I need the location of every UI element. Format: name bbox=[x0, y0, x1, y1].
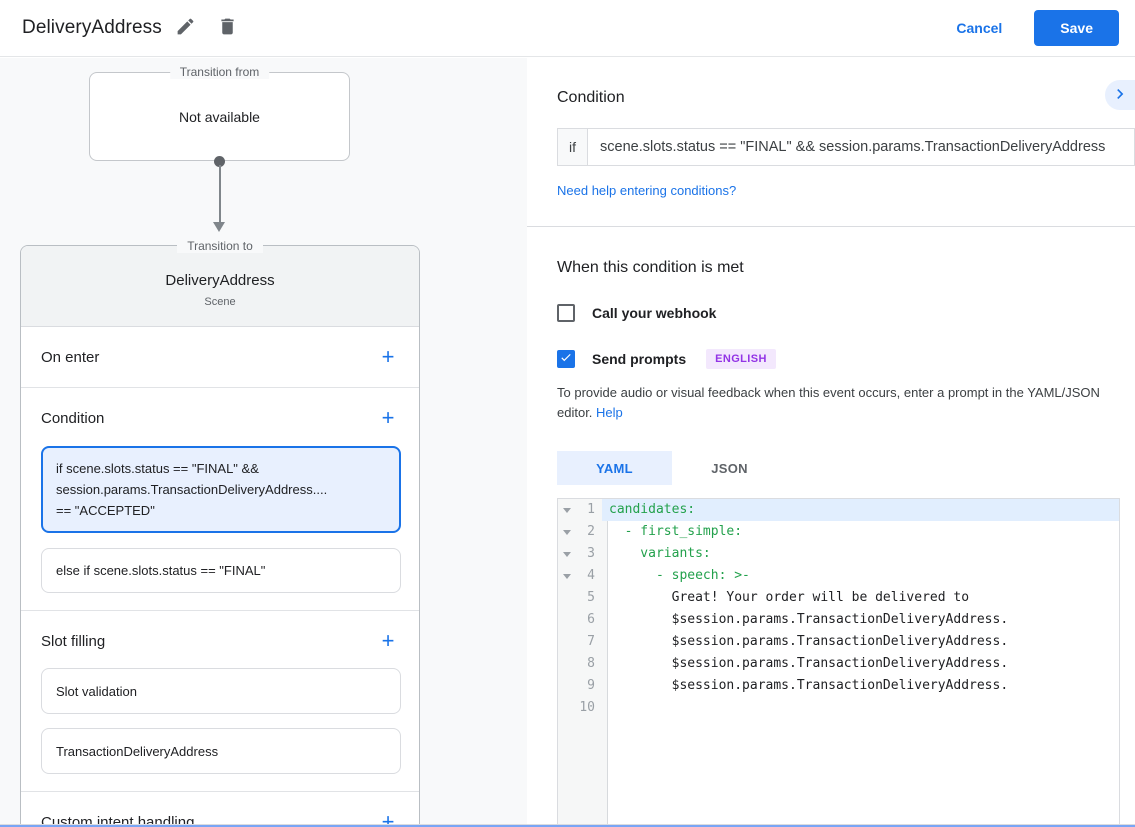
edit-title-button[interactable] bbox=[168, 10, 204, 46]
custom-intent-section: Custom intent handling + bbox=[21, 792, 419, 825]
scene-header: DeliveryAddress Scene bbox=[21, 246, 419, 327]
transition-connector bbox=[208, 156, 232, 234]
bottom-edge-line bbox=[0, 824, 1135, 827]
condition-detail-panel: Condition if Need help entering conditio… bbox=[527, 58, 1135, 827]
tab-yaml[interactable]: YAML bbox=[557, 451, 672, 485]
transition-from-value: Not available bbox=[179, 108, 260, 125]
slot-transaction-card[interactable]: TransactionDeliveryAddress bbox=[41, 728, 401, 774]
top-bar: DeliveryAddress Cancel Save bbox=[0, 0, 1135, 57]
code-line: 10 bbox=[558, 697, 1119, 719]
trash-icon bbox=[217, 16, 238, 40]
condition-expression-input[interactable] bbox=[588, 128, 1135, 166]
feedback-text: To provide audio or visual feedback when… bbox=[557, 385, 1100, 420]
code-text[interactable]: Great! Your order will be delivered to bbox=[609, 590, 970, 605]
line-number: 5 bbox=[587, 590, 595, 605]
send-prompts-label: Send prompts bbox=[592, 351, 687, 367]
condition-card-line: else if scene.slots.status == "FINAL" bbox=[56, 563, 266, 578]
fold-arrow-icon[interactable] bbox=[558, 543, 576, 565]
add-slot-button[interactable]: + bbox=[375, 628, 401, 654]
code-line: 3 variants: bbox=[558, 543, 1119, 565]
code-line: 9 $session.params.TransactionDeliveryAdd… bbox=[558, 675, 1119, 697]
slot-filling-label: Slot filling bbox=[41, 632, 106, 650]
pencil-icon bbox=[175, 16, 196, 40]
transition-to-legend: Transition to bbox=[177, 239, 263, 253]
on-enter-section: On enter + bbox=[21, 327, 419, 388]
code-line: 5 Great! Your order will be delivered to bbox=[558, 587, 1119, 609]
add-on-enter-button[interactable]: + bbox=[375, 344, 401, 370]
page-title: DeliveryAddress bbox=[22, 17, 162, 38]
editor-tabs: YAML JSON bbox=[557, 451, 1135, 485]
connector-line bbox=[218, 165, 221, 223]
line-number: 4 bbox=[587, 568, 595, 583]
code-line: 1 candidates: bbox=[558, 499, 1119, 521]
condition-card[interactable]: else if scene.slots.status == "FINAL" bbox=[41, 548, 401, 593]
code-text[interactable]: candidates: bbox=[602, 499, 1119, 521]
feedback-hint-text: To provide audio or visual feedback when… bbox=[557, 383, 1134, 423]
condition-help-link[interactable]: Need help entering conditions? bbox=[557, 183, 737, 198]
check-icon bbox=[559, 350, 573, 369]
collapse-panel-button[interactable] bbox=[1105, 80, 1135, 110]
line-number: 8 bbox=[587, 656, 595, 671]
arrow-down-icon bbox=[213, 222, 225, 232]
tab-json[interactable]: JSON bbox=[672, 451, 787, 485]
add-intent-button[interactable]: + bbox=[375, 809, 401, 825]
webhook-label: Call your webhook bbox=[592, 305, 717, 321]
fold-arrow-icon[interactable] bbox=[558, 565, 576, 587]
if-prefix-label: if bbox=[557, 128, 588, 166]
delete-scene-button[interactable] bbox=[210, 10, 246, 46]
code-text[interactable]: - first_simple: bbox=[609, 524, 743, 539]
scene-name: DeliveryAddress bbox=[165, 272, 275, 289]
save-button[interactable]: Save bbox=[1034, 10, 1119, 46]
chevron-right-icon bbox=[1110, 84, 1130, 107]
yaml-code-editor[interactable]: 1 candidates: 2 - first_simple: 3 varian… bbox=[557, 498, 1120, 827]
line-number: 7 bbox=[587, 634, 595, 649]
code-text[interactable] bbox=[602, 697, 1119, 719]
code-text[interactable]: $session.params.TransactionDeliveryAddre… bbox=[609, 612, 1009, 627]
when-met-title: When this condition is met bbox=[557, 259, 744, 276]
slot-filling-section: Slot filling + Slot validation Transacti… bbox=[21, 611, 419, 792]
code-text[interactable]: variants: bbox=[609, 546, 711, 561]
language-badge: ENGLISH bbox=[706, 349, 776, 369]
fold-arrow-icon[interactable] bbox=[558, 521, 576, 543]
code-line: 8 $session.params.TransactionDeliveryAdd… bbox=[558, 653, 1119, 675]
help-link[interactable]: Help bbox=[596, 405, 623, 420]
line-number: 1 bbox=[587, 502, 595, 517]
line-number: 10 bbox=[579, 700, 595, 715]
code-text[interactable]: $session.params.TransactionDeliveryAddre… bbox=[609, 656, 1009, 671]
code-line: 7 $session.params.TransactionDeliveryAdd… bbox=[558, 631, 1119, 653]
send-prompts-checkbox[interactable] bbox=[557, 350, 575, 368]
code-text[interactable]: $session.params.TransactionDeliveryAddre… bbox=[609, 634, 1009, 649]
condition-card-line: session.params.TransactionDeliveryAddres… bbox=[56, 482, 328, 497]
line-number: 9 bbox=[587, 678, 595, 693]
line-number: 2 bbox=[587, 524, 595, 539]
code-line: 4 - speech: >- bbox=[558, 565, 1119, 587]
condition-section: Condition + if scene.slots.status == "FI… bbox=[21, 388, 419, 611]
code-line: 2 - first_simple: bbox=[558, 521, 1119, 543]
code-text[interactable]: - speech: >- bbox=[609, 568, 750, 583]
transition-to-legend-wrap: Transition to bbox=[20, 237, 420, 255]
fold-arrow-icon[interactable] bbox=[558, 499, 576, 521]
on-enter-label: On enter bbox=[41, 348, 100, 366]
cancel-button[interactable]: Cancel bbox=[938, 12, 1020, 44]
line-number: 3 bbox=[587, 546, 595, 561]
code-line: 6 $session.params.TransactionDeliveryAdd… bbox=[558, 609, 1119, 631]
condition-card-line: == "ACCEPTED" bbox=[56, 503, 155, 518]
condition-panel-title: Condition bbox=[557, 89, 625, 106]
condition-card-line: if scene.slots.status == "FINAL" && bbox=[56, 461, 259, 476]
condition-label: Condition bbox=[41, 409, 105, 427]
transition-to-card: DeliveryAddress Scene On enter + Conditi… bbox=[20, 245, 420, 825]
scene-type-label: Scene bbox=[204, 296, 236, 308]
section-divider bbox=[527, 226, 1135, 227]
transition-from-box: Transition from Not available bbox=[89, 65, 350, 161]
scene-flow-panel: Transition from Not available Transition… bbox=[0, 58, 527, 827]
add-condition-button[interactable]: + bbox=[375, 405, 401, 431]
condition-card-selected[interactable]: if scene.slots.status == "FINAL" && sess… bbox=[41, 446, 401, 533]
connector-dot bbox=[214, 156, 225, 167]
custom-intent-label: Custom intent handling bbox=[41, 813, 195, 825]
transition-from-legend: Transition from bbox=[169, 65, 270, 79]
code-text[interactable]: $session.params.TransactionDeliveryAddre… bbox=[609, 678, 1009, 693]
line-number: 6 bbox=[587, 612, 595, 627]
slot-validation-card[interactable]: Slot validation bbox=[41, 668, 401, 714]
webhook-checkbox[interactable] bbox=[557, 304, 575, 322]
